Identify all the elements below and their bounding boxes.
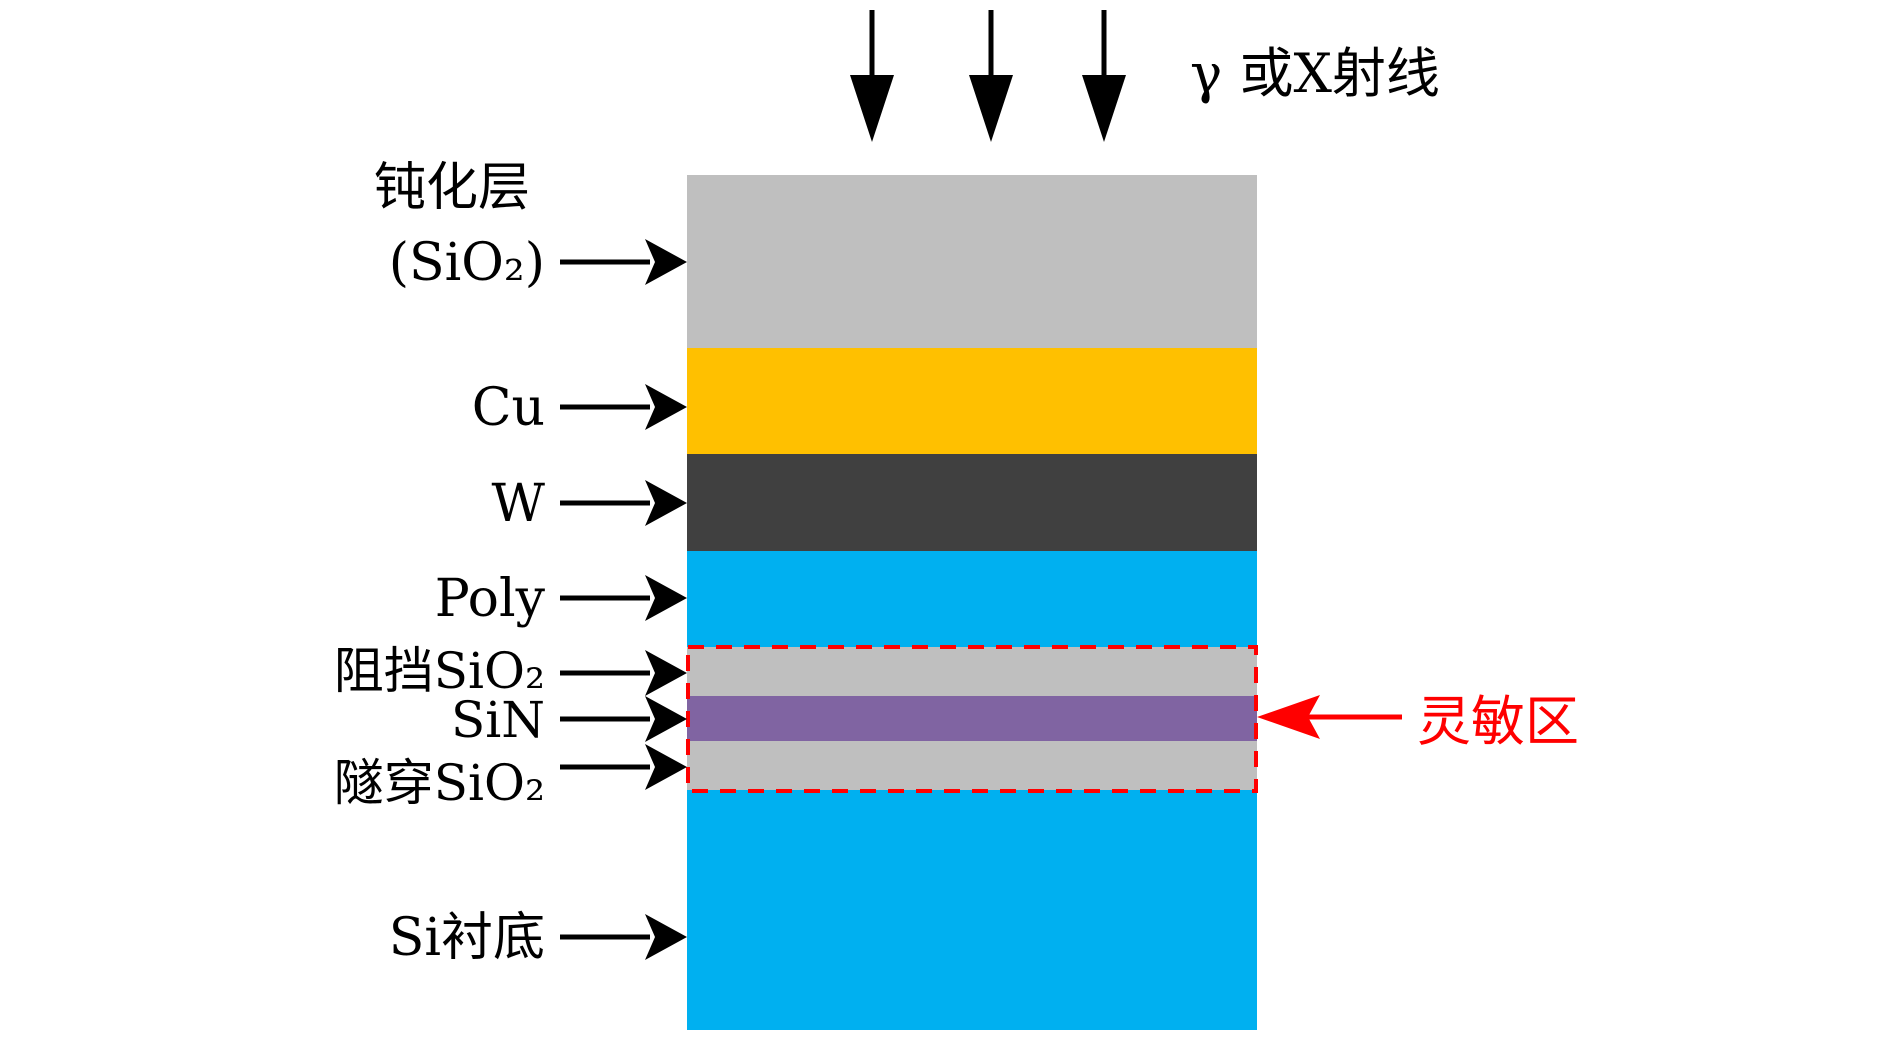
label-passivation-line1: 钝化层 xyxy=(374,158,530,218)
label-sin: SiN xyxy=(451,691,545,749)
right-arrow-icon xyxy=(560,744,687,790)
sensitive-region-pointer xyxy=(1257,695,1402,739)
down-arrow-icon xyxy=(850,10,894,142)
layer-cu xyxy=(687,348,1257,455)
label-cu: Cu xyxy=(472,378,545,438)
right-arrow-icon xyxy=(560,480,687,526)
sensitive-region-label: 灵敏区 xyxy=(1417,690,1579,753)
down-arrow-icon xyxy=(1082,10,1126,142)
radiation-arrows xyxy=(850,10,1126,142)
label-si-substrate: Si衬底 xyxy=(389,908,545,968)
right-arrow-icon xyxy=(560,650,687,696)
layer-w xyxy=(687,454,1257,552)
radiation-label: γ 或X射线 xyxy=(1190,42,1440,105)
label-w: W xyxy=(492,474,546,534)
right-arrow-icon xyxy=(560,239,687,285)
right-arrow-icon xyxy=(560,384,687,430)
layer-passivation xyxy=(687,175,1257,349)
right-arrow-icon xyxy=(560,914,687,960)
layer-poly xyxy=(687,551,1257,648)
right-arrow-icon xyxy=(560,575,687,621)
label-passivation-line2: (SiO₂) xyxy=(389,233,545,293)
layer-tunnel-sio2 xyxy=(687,741,1257,791)
sensitive-region-box xyxy=(686,645,1258,793)
left-pointer-arrows xyxy=(560,239,687,960)
right-arrow-icon xyxy=(560,696,687,742)
layer-si-substrate xyxy=(687,790,1257,1030)
label-blocking-sio2: 阻挡SiO₂ xyxy=(334,642,545,700)
label-tunnel-sio2: 隧穿SiO₂ xyxy=(334,754,545,812)
label-poly: Poly xyxy=(435,569,546,629)
down-arrow-icon xyxy=(969,10,1013,142)
left-arrow-icon xyxy=(1257,695,1320,739)
layer-blocking-sio2 xyxy=(687,647,1257,697)
layer-sin xyxy=(687,696,1257,742)
